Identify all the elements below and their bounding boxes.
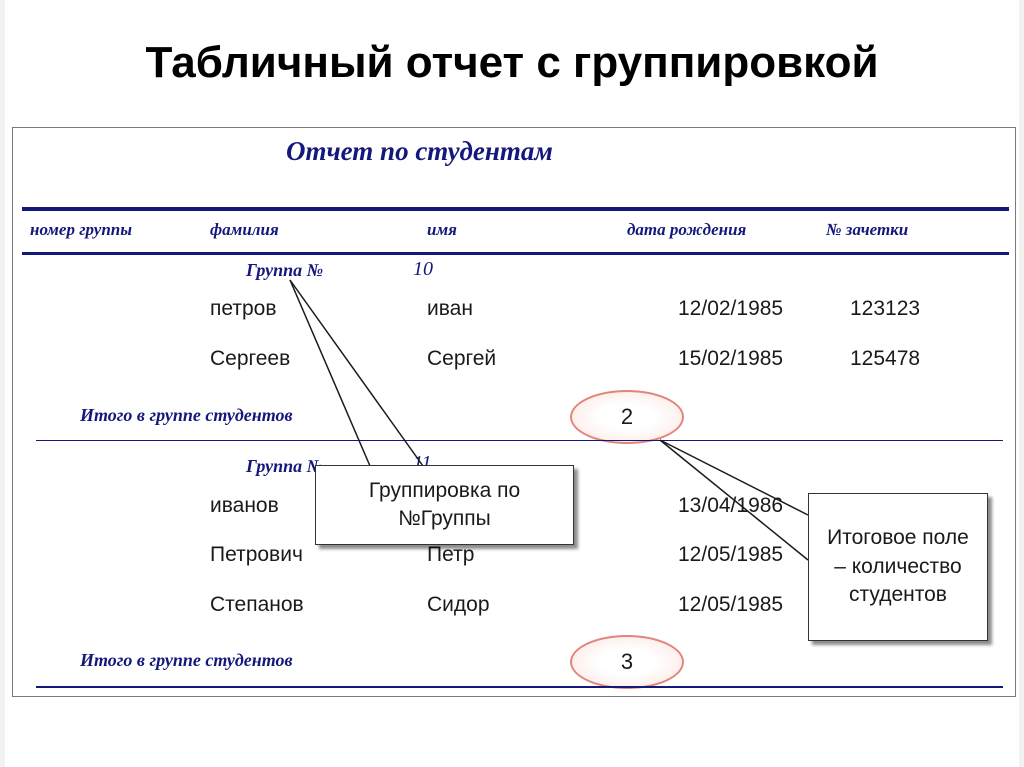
cell-surname: петров bbox=[210, 297, 277, 320]
column-header-record-book: № зачетки bbox=[826, 220, 909, 239]
column-header-name: имя bbox=[427, 220, 457, 239]
cell-name: Петр bbox=[427, 543, 475, 566]
cell-surname: Степанов bbox=[210, 593, 304, 616]
cell-surname: Сергеев bbox=[210, 347, 291, 370]
slide-edge-right bbox=[1019, 0, 1024, 767]
column-header-birth-date: дата рождения bbox=[627, 220, 747, 239]
report-frame bbox=[12, 127, 1016, 697]
group-total-label: Итого в группе студентов bbox=[80, 405, 293, 425]
group-total-label: Итого в группе студентов bbox=[80, 650, 293, 670]
group-separator bbox=[36, 440, 1003, 441]
total-field-callout-text: Итоговое поле – количество студентов bbox=[827, 526, 969, 607]
cell-surname: Петрович bbox=[210, 543, 303, 566]
group-label: Группа № bbox=[246, 456, 324, 476]
slide-title: Табличный отчет с группировкой bbox=[145, 38, 879, 87]
cell-record-book: 123123 bbox=[850, 297, 921, 320]
cell-surname: иванов bbox=[210, 494, 279, 517]
cell-birth-date: 12/05/1985 bbox=[678, 543, 784, 566]
cell-birth-date: 15/02/1985 bbox=[678, 347, 784, 370]
report-bottom-rule bbox=[36, 686, 1003, 688]
cell-name: Сергей bbox=[427, 347, 497, 370]
report-title: Отчет по студентам bbox=[286, 136, 553, 166]
slide-edge-left bbox=[0, 0, 5, 767]
cell-record-book: 125478 bbox=[850, 347, 921, 370]
group-total-value: 2 bbox=[570, 390, 684, 444]
group-total-value: 3 bbox=[570, 635, 684, 689]
cell-name: иван bbox=[427, 297, 473, 320]
header-rule-bottom bbox=[22, 252, 1009, 255]
cell-birth-date: 13/04/1986 bbox=[678, 494, 784, 517]
header-rule-top bbox=[22, 207, 1009, 211]
cell-name: Сидор bbox=[427, 593, 490, 616]
grouping-callout-text: Группировка по №Группы bbox=[368, 478, 521, 530]
total-field-callout: Итоговое поле – количество студентов bbox=[808, 493, 988, 641]
group-number: 10 bbox=[413, 258, 433, 280]
cell-birth-date: 12/05/1985 bbox=[678, 593, 784, 616]
group-label: Группа № bbox=[246, 260, 324, 280]
column-header-surname: фамилия bbox=[210, 220, 279, 239]
cell-birth-date: 12/02/1985 bbox=[678, 297, 784, 320]
column-header-group-number: номер группы bbox=[30, 220, 133, 239]
grouping-callout: Группировка по №Группы bbox=[315, 465, 574, 545]
